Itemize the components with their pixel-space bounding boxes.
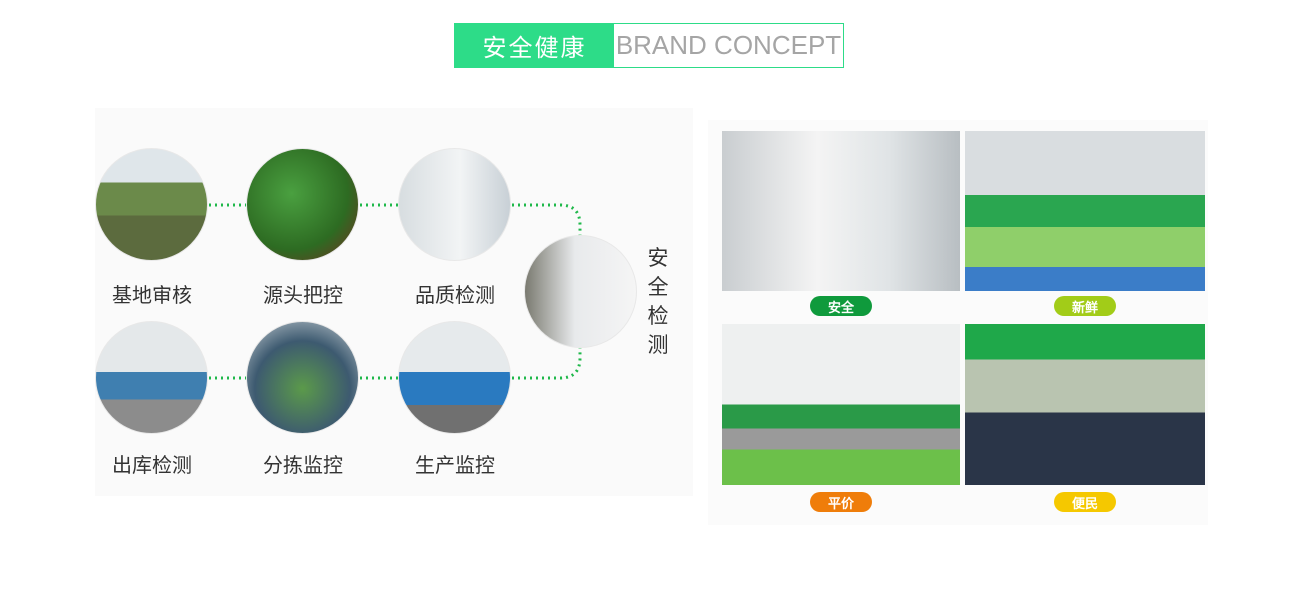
photo-fresh <box>965 131 1205 291</box>
photo-sorting <box>246 321 359 434</box>
badge-safe: 安全 <box>810 296 872 316</box>
step-label: 生产监控 <box>415 453 495 477</box>
badge-affordable: 平价 <box>810 492 872 512</box>
step-label: 分拣监控 <box>263 453 343 477</box>
center-step-label: 安全检测 <box>647 246 669 357</box>
photo-outbound-test <box>95 321 208 434</box>
step-label: 基地审核 <box>112 283 192 307</box>
step-label: 品质检测 <box>415 283 495 307</box>
step-label: 源头把控 <box>263 283 343 307</box>
header-title-en: BRAND CONCEPT <box>615 30 842 60</box>
photo-affordable <box>722 324 960 485</box>
photo-base-audit <box>95 148 208 261</box>
photo-quality-test <box>398 148 511 261</box>
step-label: 出库检测 <box>112 453 192 477</box>
photo-production <box>398 321 511 434</box>
badge-fresh: 新鲜 <box>1054 296 1116 316</box>
header-title-cn: 安全健康 <box>455 24 614 67</box>
section-header: 安全健康 BRAND CONCEPT <box>454 23 844 68</box>
photo-safety-test <box>524 235 637 348</box>
photo-source-control <box>246 148 359 261</box>
photo-safe <box>722 131 960 291</box>
badge-convenient: 便民 <box>1054 492 1116 512</box>
photo-convenient <box>965 324 1205 485</box>
